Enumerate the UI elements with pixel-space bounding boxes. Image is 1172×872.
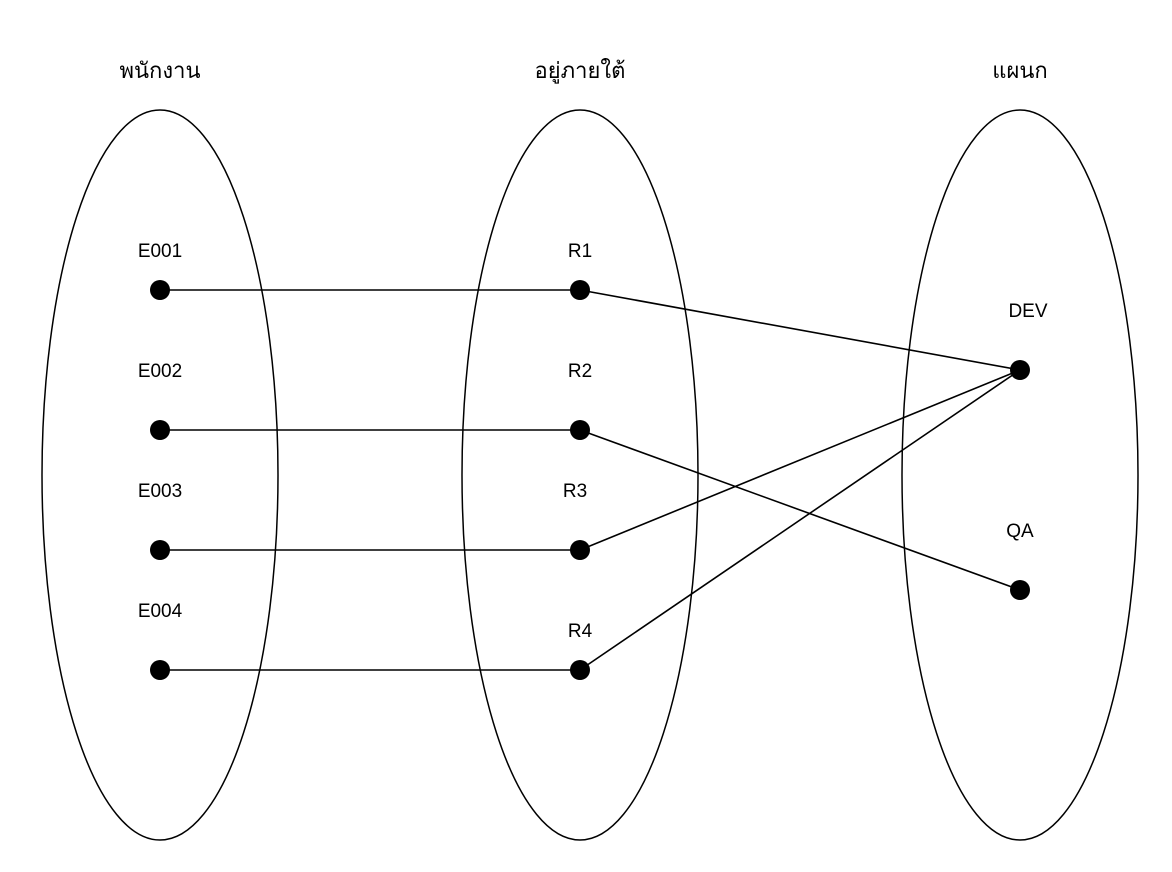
item-label-e004: E004 [138, 601, 183, 622]
item-label-r3: R3 [563, 481, 587, 502]
node-qa [1010, 580, 1030, 600]
node-r4 [570, 660, 590, 680]
set-ellipse-relation [461, 109, 699, 841]
edge-r1-dev [579, 289, 1021, 371]
node-r1 [570, 280, 590, 300]
node-dev [1010, 360, 1030, 380]
set-ellipse-departments [901, 109, 1139, 841]
edge-r4-dev [579, 369, 1021, 671]
edge-r3-dev [579, 369, 1021, 551]
set-ellipse-employees [41, 109, 279, 841]
set-title-departments: แผนก [992, 59, 1047, 84]
node-e003 [150, 540, 170, 560]
item-label-r2: R2 [568, 361, 592, 382]
node-e002 [150, 420, 170, 440]
node-e004 [150, 660, 170, 680]
item-label-r1: R1 [568, 241, 592, 262]
set-title-employees: พนักงาน [120, 59, 201, 84]
node-r3 [570, 540, 590, 560]
item-label-dev: DEV [1008, 301, 1047, 322]
item-label-e002: E002 [138, 361, 182, 382]
node-e001 [150, 280, 170, 300]
set-title-relation: อยู่ภายใต้ [535, 58, 626, 84]
item-label-r4: R4 [568, 621, 593, 642]
item-label-qa: QA [1006, 521, 1034, 542]
node-r2 [570, 420, 590, 440]
item-label-e003: E003 [138, 481, 182, 502]
item-label-e001: E001 [138, 241, 182, 262]
edge-r2-qa [579, 429, 1021, 591]
